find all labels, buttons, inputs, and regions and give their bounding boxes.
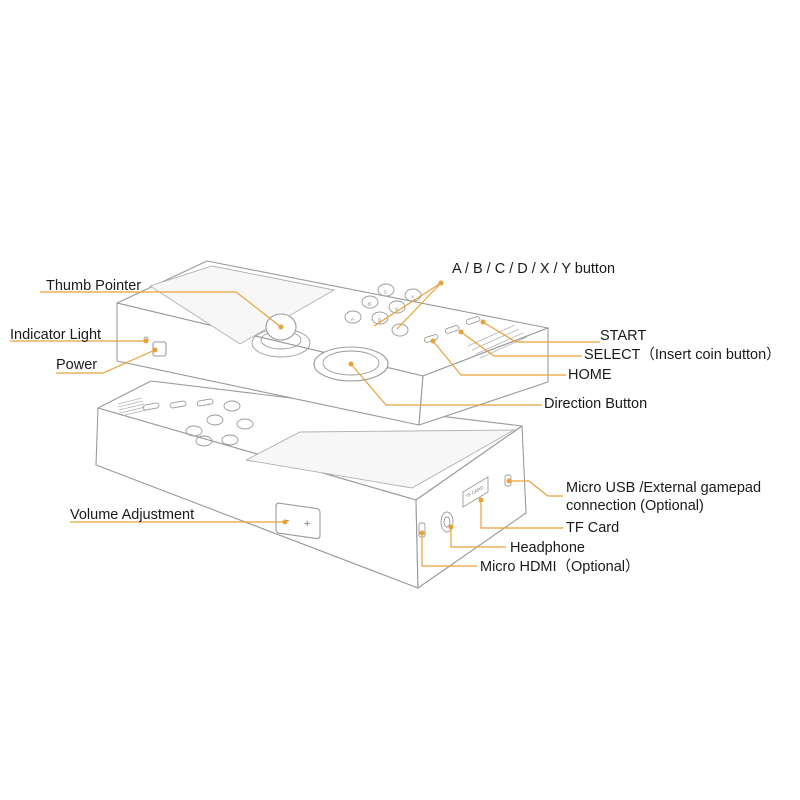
leader-dot xyxy=(419,530,425,536)
face-button-x xyxy=(344,310,362,324)
label-micro-usb-line2: connection (Optional) xyxy=(566,498,704,514)
device-upper-side-face xyxy=(418,327,549,426)
label-select: SELECT（Insert coin button） xyxy=(584,346,781,363)
headphone-jack xyxy=(440,511,454,533)
face-button-letter: D xyxy=(378,318,382,323)
device-lower-screen xyxy=(244,429,516,489)
select-button xyxy=(444,325,460,334)
device-lower-pill-button xyxy=(142,402,160,411)
device-lower-face-button xyxy=(236,418,254,430)
leader-dot xyxy=(438,280,444,286)
label-micro-usb-line1: Micro USB /External gamepad xyxy=(566,480,761,496)
device-lower-pill-button xyxy=(196,398,214,407)
label-start: START xyxy=(600,328,646,344)
leader-micro-usb xyxy=(509,480,563,497)
leader-dot xyxy=(143,338,149,344)
label-direction: Direction Button xyxy=(544,396,647,412)
leader-thumb-pointer xyxy=(40,291,282,328)
start-button xyxy=(465,316,481,325)
device-upper xyxy=(116,260,549,426)
leader-dot xyxy=(430,338,436,344)
device-lower-pill-button xyxy=(169,400,187,409)
leader-dot xyxy=(448,524,454,530)
device-upper-screen xyxy=(148,265,336,345)
face-button-letter: A xyxy=(351,317,354,322)
leader-abcdxy-2 xyxy=(396,282,442,330)
label-micro-hdmi: Micro HDMI（Optional） xyxy=(480,558,640,575)
face-button-d xyxy=(388,300,406,314)
device-lower-face-button xyxy=(185,425,203,437)
leader-dot xyxy=(506,478,512,484)
leader-power xyxy=(56,349,156,374)
direction-pad-inner xyxy=(322,350,380,376)
label-thumb-pointer: Thumb Pointer xyxy=(46,278,141,294)
leader-micro-hdmi xyxy=(421,533,477,567)
label-indicator-light: Indicator Light xyxy=(10,327,101,343)
leader-abcdxy-1 xyxy=(373,282,442,327)
leader-headphone xyxy=(450,527,506,548)
leader-dot xyxy=(282,519,288,525)
face-button-extra xyxy=(391,323,409,337)
label-abcdxy: A / B / C / D / X / Y button xyxy=(452,261,615,277)
device-lower-face-button xyxy=(221,434,239,446)
labels: Thumb Pointer Indicator Light Power A / … xyxy=(10,261,781,575)
leader-lines xyxy=(10,280,600,567)
leader-dot xyxy=(480,319,486,325)
face-buttons xyxy=(344,283,422,337)
device-lower-face-button xyxy=(195,435,213,447)
leader-dot xyxy=(478,497,484,503)
leader-home xyxy=(432,340,566,376)
face-button-letter: B xyxy=(368,302,371,307)
volume-plus-mark: + xyxy=(304,518,310,530)
leader-dot xyxy=(278,324,284,330)
face-button-letter: Y xyxy=(411,295,414,300)
headphone-jack-inner xyxy=(443,516,451,528)
label-power: Power xyxy=(56,357,97,373)
face-button-b xyxy=(377,283,395,297)
device-lower-face-button xyxy=(206,414,224,426)
leader-start xyxy=(482,321,600,343)
leader-dot xyxy=(348,361,354,367)
device-lower-side-face xyxy=(415,425,527,589)
face-button-letter: X xyxy=(395,307,398,312)
device-lower-face-button xyxy=(223,400,241,412)
device-lower-speaker-grille xyxy=(117,397,147,417)
label-volume: Volume Adjustment xyxy=(70,507,194,523)
leader-direction xyxy=(350,363,542,406)
device-upper-speaker-grille xyxy=(467,324,528,359)
label-headphone: Headphone xyxy=(510,540,585,556)
face-button-a xyxy=(361,295,379,309)
label-tf-card: TF Card xyxy=(566,520,619,536)
face-button-letter: C xyxy=(384,290,388,295)
device-lower: TF CARD − + xyxy=(95,380,527,589)
face-button-c xyxy=(371,311,389,325)
leader-select xyxy=(460,331,582,357)
leader-tf-card xyxy=(480,500,563,529)
volume-rocker xyxy=(275,502,321,540)
leader-dot xyxy=(152,347,158,353)
leader-dot xyxy=(458,329,464,335)
tf-card-slot xyxy=(462,476,489,508)
label-home: HOME xyxy=(568,367,612,383)
